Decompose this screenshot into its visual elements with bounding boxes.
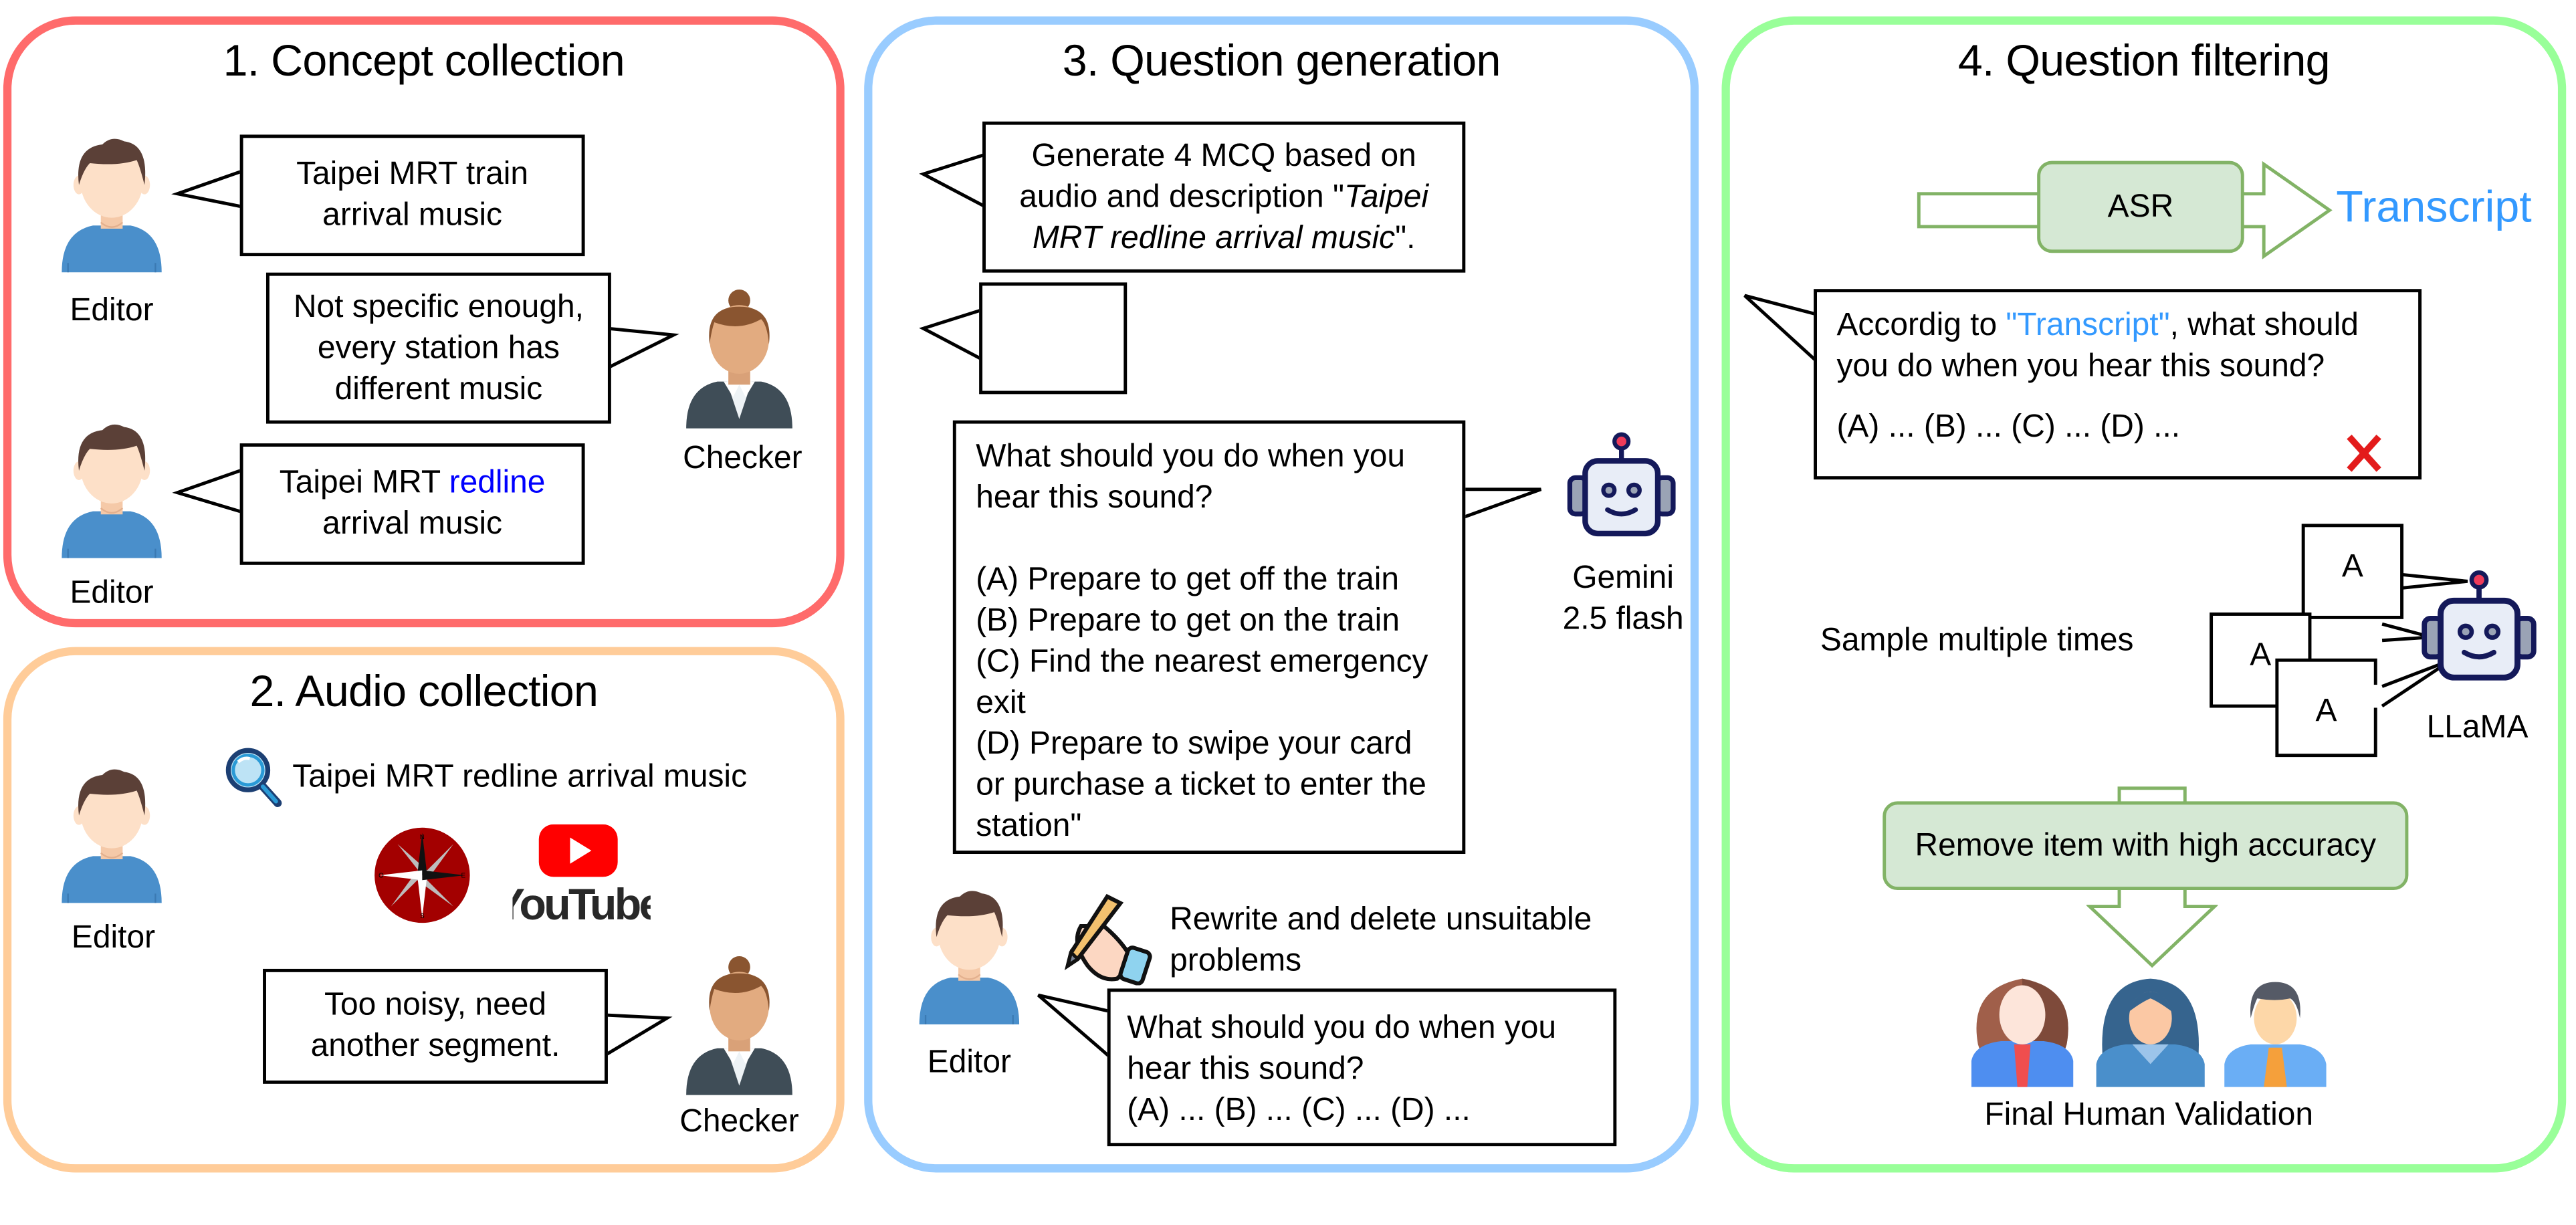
- answer-text: A: [2341, 548, 2363, 585]
- speech-bubble-tail: [1743, 294, 1822, 366]
- speech-bubble: Not specific enough, every station has d…: [265, 272, 611, 424]
- gemini-robot-icon: [1558, 430, 1686, 542]
- edited-question-bubble: What should you do when you hear this so…: [1107, 988, 1617, 1147]
- panel-title-question-filtering: 4. Question filtering: [1957, 36, 2331, 86]
- prompt-bubble: Generate 4 MCQ based on audio and descri…: [982, 121, 1466, 273]
- answer-text: A: [2315, 693, 2337, 730]
- editor-avatar-icon: [907, 887, 1032, 1028]
- search-magnifier-icon: [225, 748, 282, 808]
- speech-bubble-tail: [919, 307, 987, 363]
- editor-avatar-icon: [49, 134, 175, 275]
- editor-label: Editor: [70, 292, 154, 329]
- youtube-logo-icon: YouTube: [512, 824, 651, 926]
- gemini-model-label: Gemini 2.5 flash: [1562, 560, 1684, 637]
- speech-bubble-tail: [171, 157, 244, 217]
- checker-avatar-icon: [677, 289, 802, 433]
- audio-waveform-icon: [1761, 144, 1889, 273]
- panel-title-audio-collection: 2. Audio collection: [249, 667, 599, 716]
- generated-question-bubble: What should you do when you hear this so…: [952, 420, 1466, 855]
- question-text: What should you do when you hear this so…: [976, 438, 1428, 845]
- remove-high-accuracy-box: Remove item with high accuracy: [1883, 801, 2409, 891]
- final-validation-label: Final Human Validation: [1984, 1097, 2314, 1133]
- svg-text:YouTube: YouTube: [512, 880, 650, 926]
- asr-flow-arrow: [1917, 160, 2333, 259]
- panel-title-question-generation: 3. Question generation: [1062, 36, 1501, 86]
- llama-robot-icon: [2415, 568, 2543, 687]
- human-validator-woman-icon: [1971, 978, 2074, 1087]
- checker-label: Checker: [679, 1103, 799, 1140]
- transcript-label: Transcript: [2336, 182, 2532, 232]
- editor-label: Editor: [927, 1044, 1011, 1081]
- highlight-redline: redline: [449, 464, 546, 502]
- svg-text:O: O: [379, 873, 384, 880]
- highlight-transcript: "Transcript": [2006, 307, 2170, 344]
- hand-writing-pencil-icon: [1064, 893, 1152, 986]
- checker-label: Checker: [683, 440, 802, 477]
- audio-bubble: [979, 282, 1128, 395]
- no-audio-icon: [2320, 407, 2381, 472]
- speech-bubble-tail: [600, 1013, 673, 1059]
- panel-title-concept-collection: 1. Concept collection: [223, 36, 625, 86]
- search-query-text: Taipei MRT redline arrival music: [292, 758, 748, 795]
- compass-icon: N E S O: [374, 827, 470, 923]
- rewrite-note: Rewrite and delete unsuitable problems: [1170, 901, 1592, 979]
- editor-avatar-icon: [49, 421, 175, 562]
- speech-bubble: Too noisy, need another segment.: [263, 968, 608, 1084]
- speech-bubble: Taipei MRT redline arrival music: [239, 443, 585, 565]
- answer-text: A: [2250, 637, 2272, 673]
- speech-bubble-tail: [919, 152, 987, 209]
- speech-bubble: Taipei MRT train arrival music: [239, 134, 585, 257]
- editor-label: Editor: [71, 919, 156, 956]
- speech-bubble-tail: [1037, 993, 1112, 1059]
- human-validator-man-icon: [2224, 982, 2327, 1087]
- audio-waveform-icon: [1370, 1052, 1403, 1088]
- speech-bubble-tail: [607, 326, 679, 370]
- checker-avatar-icon: [677, 956, 802, 1100]
- audio-waveform-icon: [1002, 289, 1107, 391]
- sample-multiple-label: Sample multiple times: [1820, 622, 2134, 659]
- svg-text:E: E: [461, 873, 465, 880]
- svg-text:N: N: [420, 834, 425, 841]
- editor-label: Editor: [70, 574, 154, 611]
- human-validator-woman-icon: [2096, 978, 2205, 1087]
- editor-avatar-icon: [49, 765, 175, 906]
- speech-bubble-tail: [172, 468, 244, 514]
- asr-box: ASR: [2037, 160, 2244, 253]
- transcript-question-bubble: Accordig to "Transcript", what should yo…: [1814, 289, 2422, 480]
- svg-text:S: S: [420, 913, 425, 920]
- llama-model-label: LLaMA: [2426, 709, 2529, 746]
- answer-bubbles: [2210, 524, 2468, 758]
- speech-bubble-tail: [1458, 487, 1542, 521]
